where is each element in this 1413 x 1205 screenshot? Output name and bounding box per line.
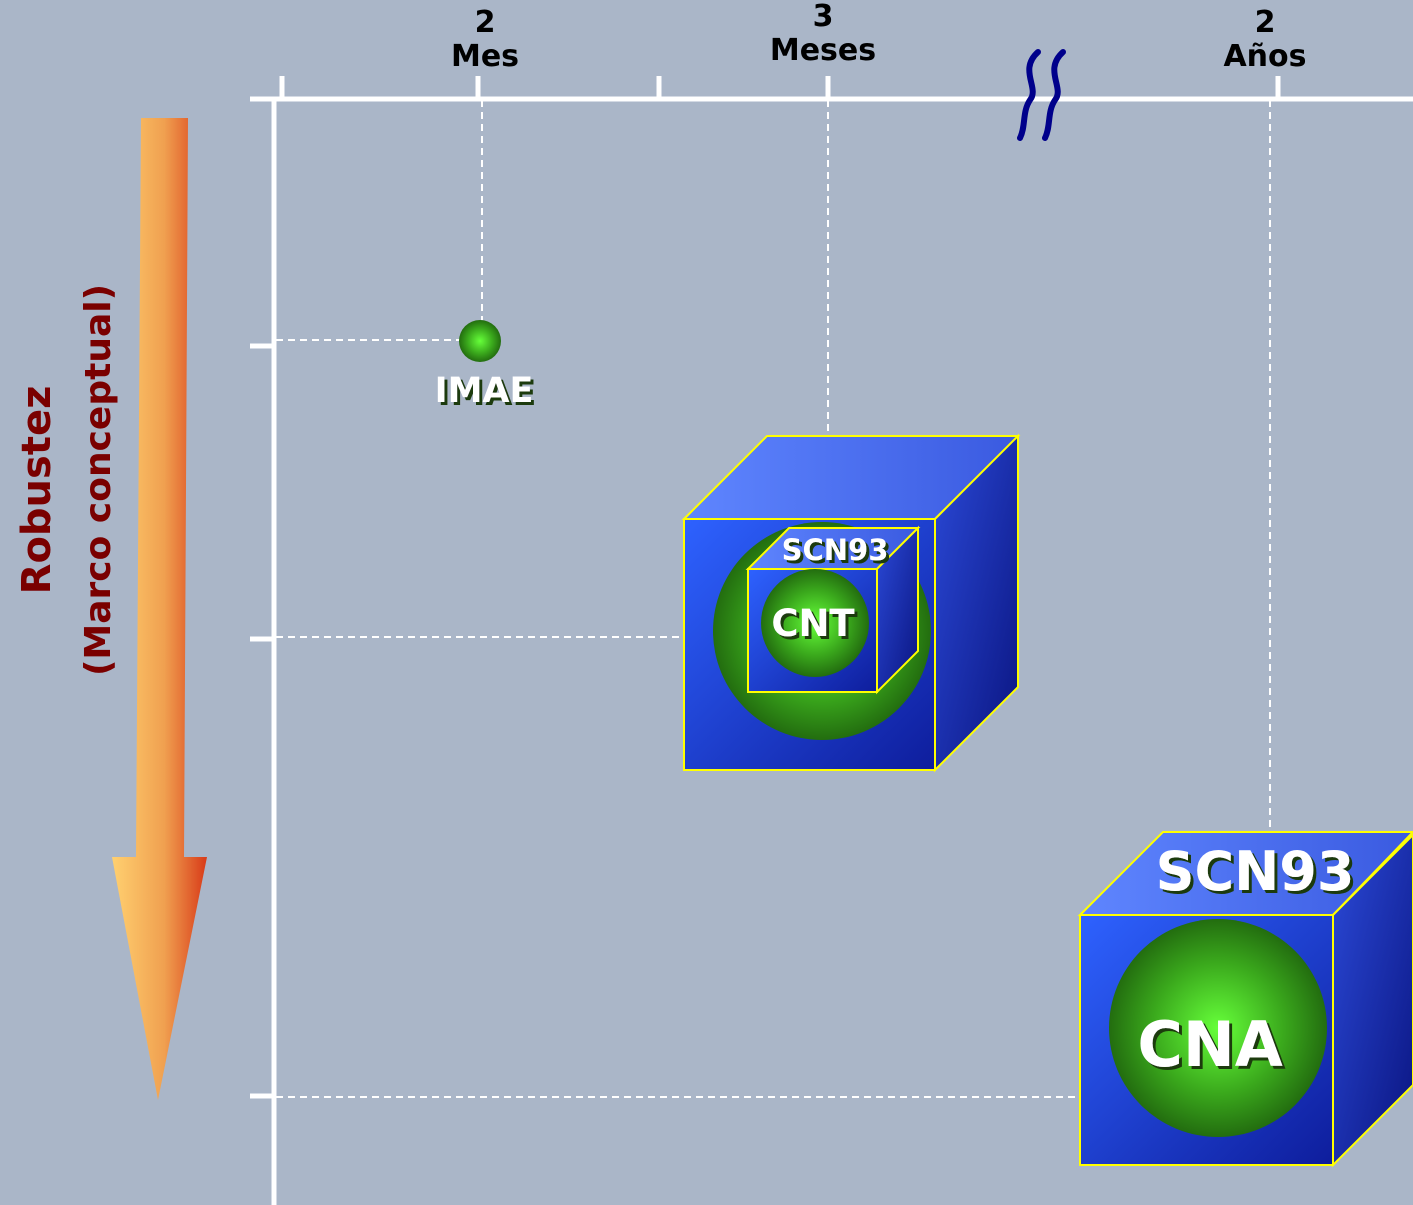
tick-3-meses: 3 Meses [748, 0, 898, 68]
tick-unit: Mes [450, 39, 520, 74]
robustness-arrow [112, 118, 207, 1100]
tick-value: 2 [474, 5, 496, 40]
tick-unit: Años [1223, 39, 1307, 74]
cnt-label: CNT [771, 602, 855, 645]
scn93-small-label: SCN93 [782, 533, 889, 567]
scn93-large-label: SCN93 [1156, 840, 1355, 903]
robustness-title: Robustez [14, 386, 60, 595]
imae-sphere [459, 320, 501, 362]
cna-sphere [1109, 919, 1327, 1137]
axes [250, 76, 1413, 1205]
guide-lines [276, 100, 1271, 1098]
robustness-subtitle: (Marco conceptual) [78, 284, 119, 676]
tick-unit: Meses [769, 33, 877, 68]
tick-value: 2 [1254, 5, 1276, 40]
tick-value: 3 [812, 0, 834, 34]
axis-break-icon [1017, 49, 1066, 141]
tick-2-mes: 2 Mes [425, 6, 545, 74]
cna-label: CNA [1137, 1008, 1282, 1081]
cnt-sphere [761, 569, 869, 677]
tick-2-anos: 2 Años [1200, 6, 1330, 74]
imae-label: IMAE [435, 371, 534, 411]
